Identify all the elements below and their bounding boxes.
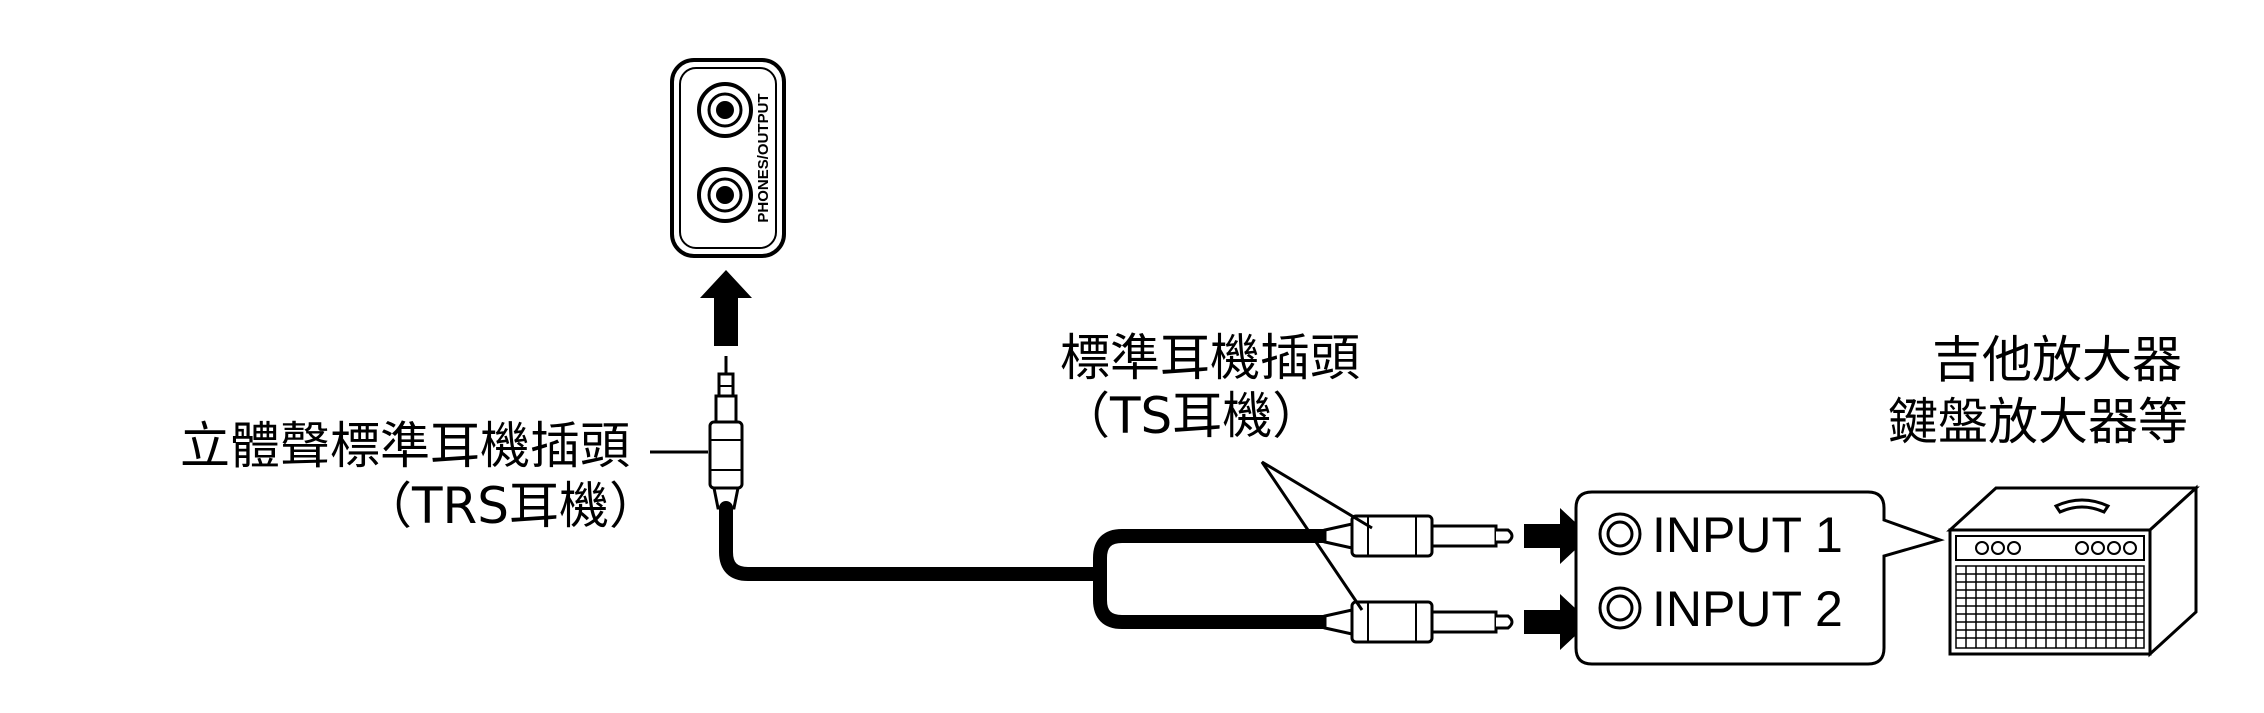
jack-socket-upper bbox=[697, 82, 753, 138]
up-arrow-icon bbox=[700, 270, 752, 346]
jack-panel-label: PHONES/OUTPUT bbox=[755, 93, 772, 222]
ts-plug-sublabel: （TS耳機） bbox=[1060, 387, 1323, 445]
ts-leader-lines bbox=[1260, 460, 1373, 611]
trs-plug-sublabel: （TRS耳機） bbox=[362, 477, 660, 535]
amplifier-icon bbox=[1946, 484, 2200, 658]
amp-label: 吉他放大器 bbox=[1932, 331, 2182, 389]
input-2-label: INPUT 2 bbox=[1652, 581, 1843, 637]
ts-plug-label: 標準耳機插頭 bbox=[1060, 329, 1360, 387]
amp-sublabel: 鍵盤放大器等 bbox=[1888, 393, 2188, 451]
trs-plug-label: 立體聲標準耳機插頭 bbox=[180, 417, 630, 475]
amplifier-grille bbox=[1955, 565, 2145, 649]
jack-socket-lower bbox=[697, 167, 753, 223]
right-arrow-icon-1 bbox=[1524, 508, 1590, 564]
input-panel: INPUT 1 INPUT 2 bbox=[1574, 490, 1945, 666]
trs-plug bbox=[708, 356, 744, 510]
ts-plug-upper bbox=[1323, 514, 1514, 558]
jack-panel: PHONES/OUTPUT bbox=[670, 58, 786, 258]
ts-plug-lower bbox=[1323, 600, 1514, 644]
input-1-label: INPUT 1 bbox=[1652, 507, 1843, 563]
right-arrow-icon-2 bbox=[1524, 594, 1590, 650]
cable bbox=[719, 501, 1332, 629]
input-jack-1-icon bbox=[1598, 512, 1642, 556]
input-jack-2-icon bbox=[1598, 586, 1642, 630]
